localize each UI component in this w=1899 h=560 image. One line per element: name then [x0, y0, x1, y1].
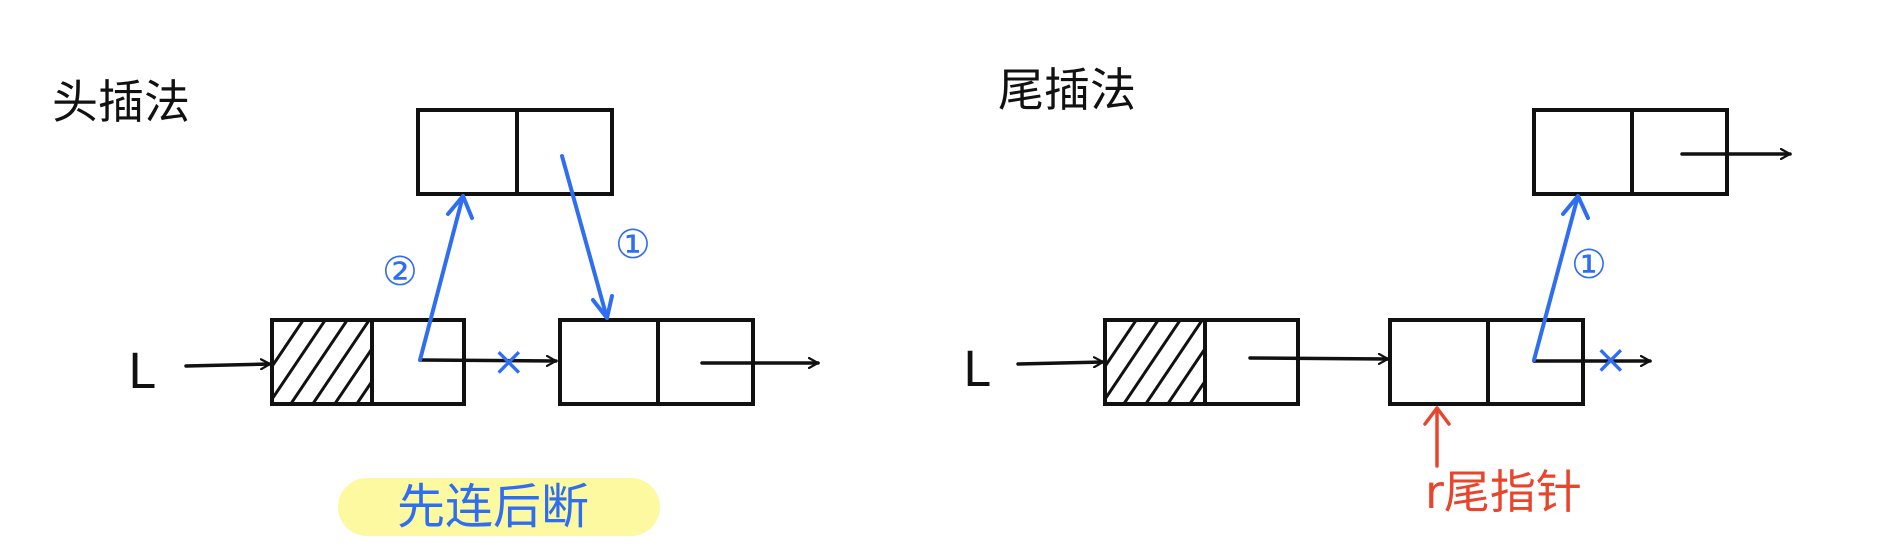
tail-insertion-title: 尾插法	[998, 63, 1136, 117]
caption-highlight	[338, 478, 660, 536]
step-two-arrow	[418, 194, 474, 362]
tail-pointer-arrow	[1423, 406, 1451, 468]
head-insertion-title: 头插法	[52, 75, 190, 129]
head-pointer-arrow-right	[1016, 362, 1103, 364]
list-label-left: L	[128, 344, 155, 400]
step-two-label: ②	[382, 249, 418, 295]
head-insertion-panel: 头插法 L	[52, 75, 818, 536]
head-node-hatch	[272, 320, 372, 404]
step-one-arrow	[560, 154, 614, 320]
head-node-right	[1103, 318, 1300, 406]
tail-step-one-arrow	[1532, 194, 1590, 362]
new-tail-node	[1532, 108, 1729, 196]
tail-pointer-label: r尾指针	[1425, 465, 1582, 519]
head-node	[270, 318, 466, 406]
tail-insertion-panel: 尾插法 L	[963, 63, 1790, 519]
old-link-arrow	[418, 360, 556, 361]
new-node	[416, 108, 614, 196]
head-to-tail-arrow	[1248, 358, 1388, 359]
cut-mark-right: ×	[1594, 337, 1628, 383]
cut-mark-left: ×	[492, 339, 526, 385]
caption-text: 先连后断	[397, 479, 589, 535]
list-label-right: L	[963, 342, 990, 398]
step-one-label-left: ①	[615, 222, 651, 268]
head-pointer-arrow-left	[184, 364, 270, 366]
step-one-label-right: ①	[1571, 242, 1607, 288]
